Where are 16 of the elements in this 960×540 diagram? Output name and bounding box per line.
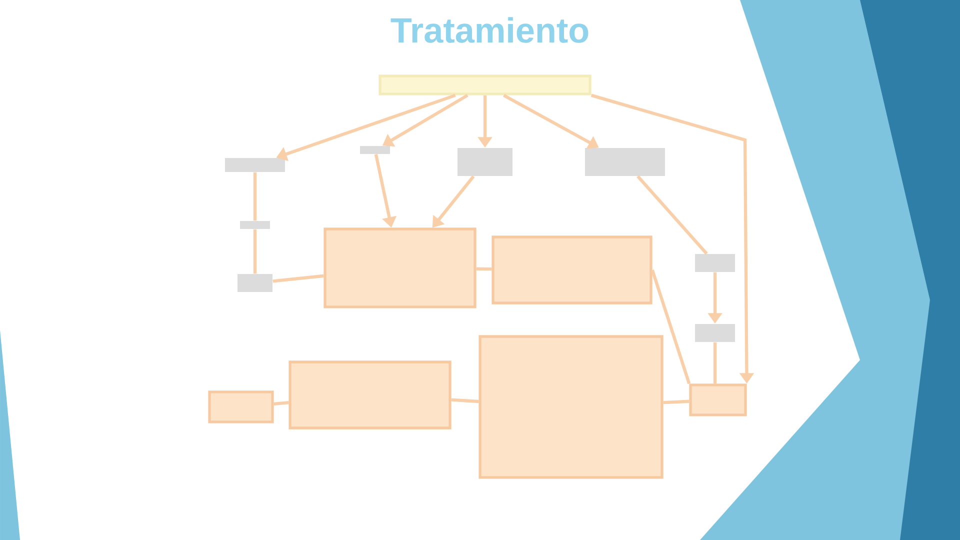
title: Tratamiento xyxy=(390,17,588,43)
blurred-text xyxy=(695,324,735,342)
process-box xyxy=(288,360,452,430)
process-box xyxy=(208,390,274,424)
blurred-text xyxy=(240,221,270,229)
blurred-text xyxy=(458,148,512,176)
blurred-text xyxy=(225,158,285,172)
blurred-text xyxy=(360,146,390,154)
process-box xyxy=(478,335,664,479)
blurred-text xyxy=(238,274,272,292)
blurred-text xyxy=(695,254,735,272)
process-box xyxy=(492,236,652,304)
process-box xyxy=(324,228,476,308)
blurred-text xyxy=(585,148,665,176)
process-box xyxy=(689,384,747,416)
header-box xyxy=(378,74,592,96)
